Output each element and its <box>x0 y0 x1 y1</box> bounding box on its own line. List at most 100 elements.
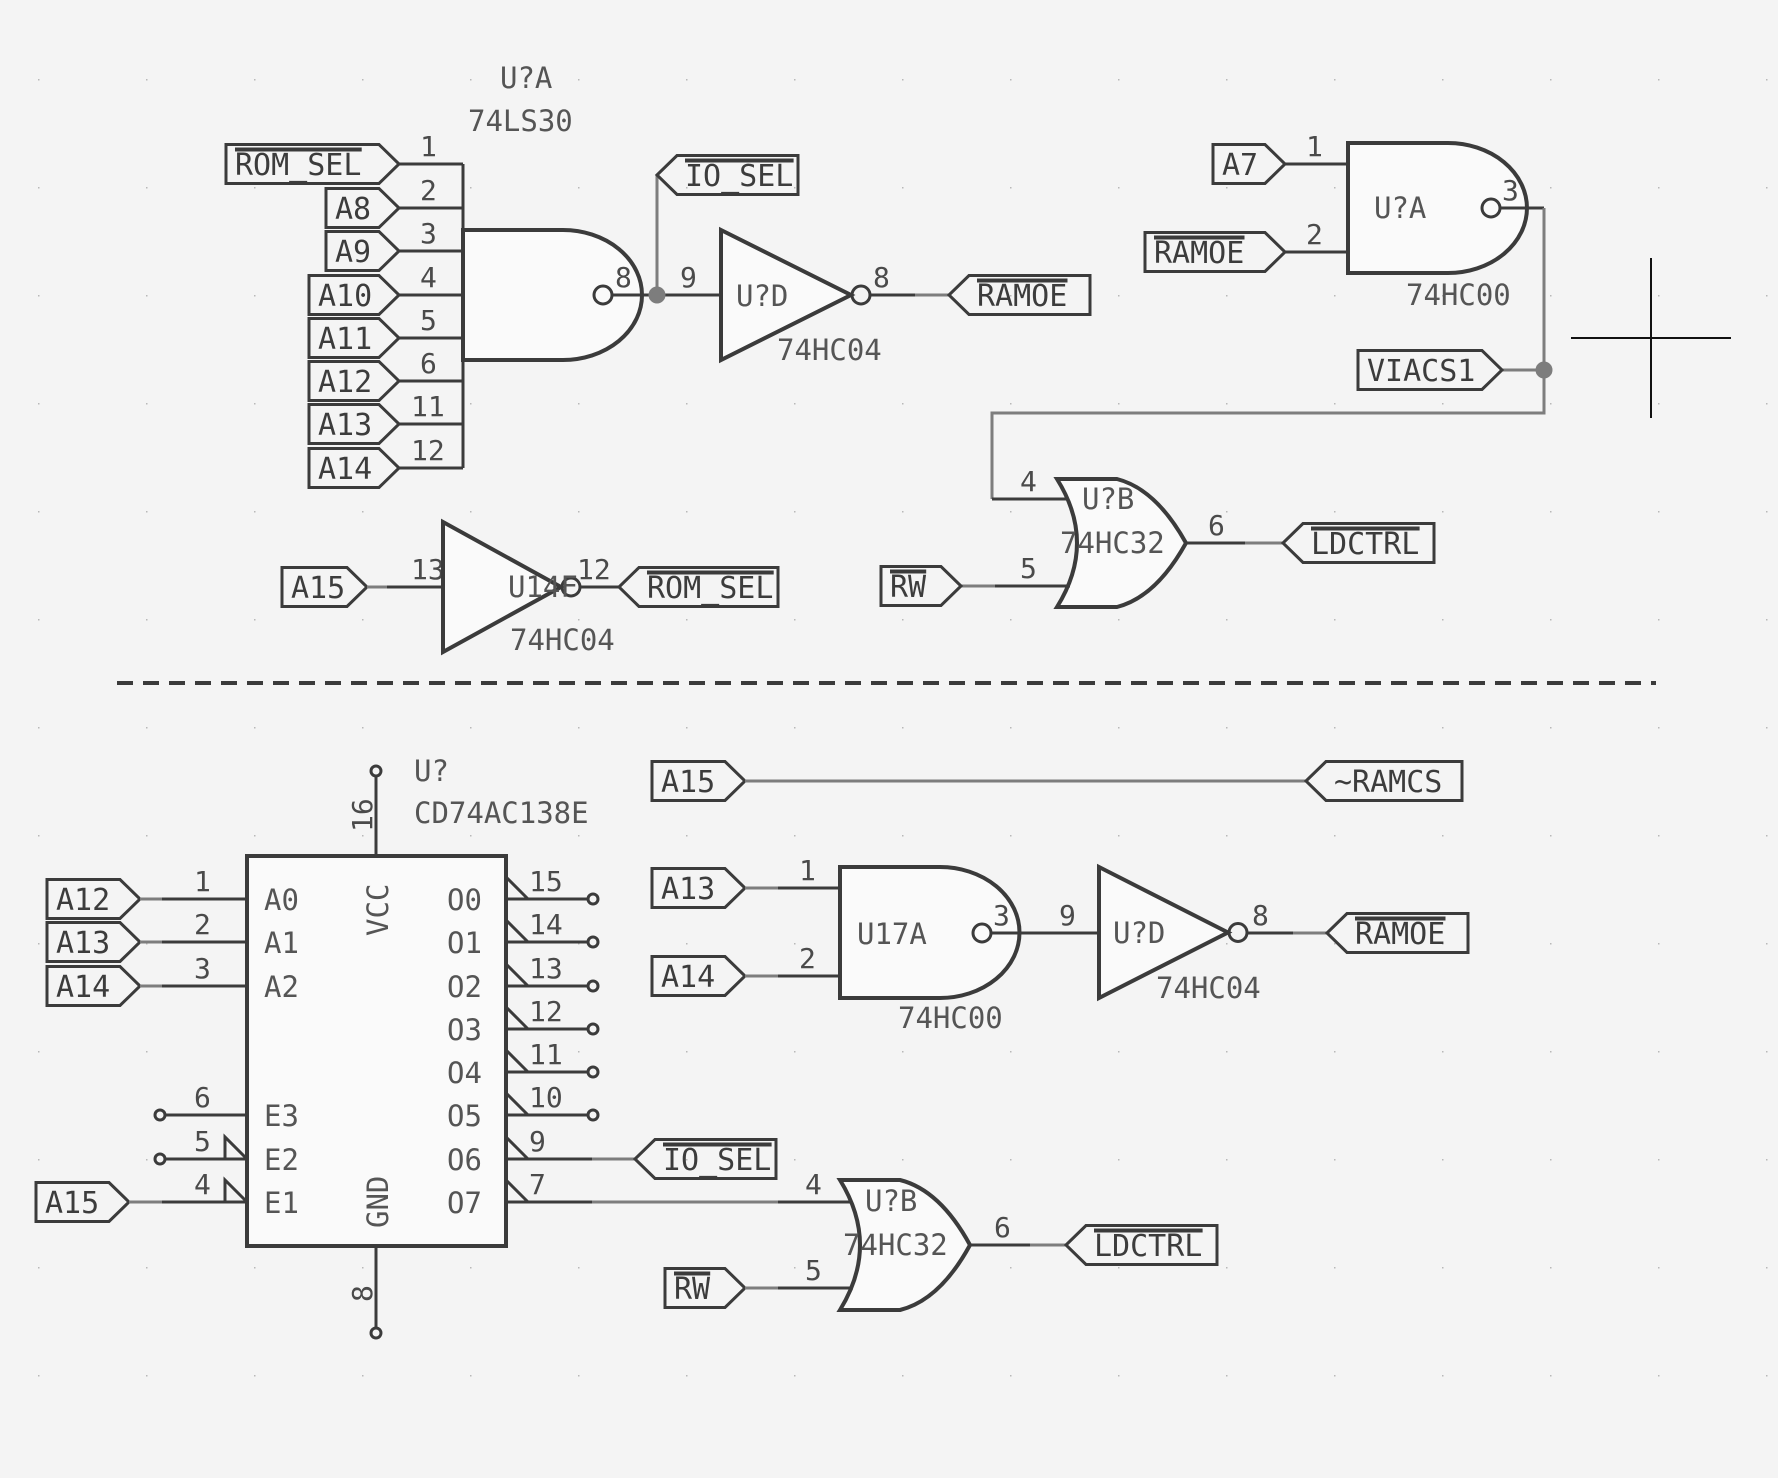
net-label-rom-sel[interactable]: ROM_SEL <box>616 566 780 608</box>
decoder-pin-number: 6 <box>194 1081 211 1114</box>
decoder-pin-number: 10 <box>529 1081 563 1114</box>
nand8-pin-number: 1 <box>420 130 437 163</box>
net-label-text: A10 <box>318 279 372 314</box>
net-label-ramoe[interactable]: RAMOE <box>946 274 1092 316</box>
grid-dot <box>1226 835 1228 837</box>
junction-dot <box>1535 361 1553 379</box>
grid-dot <box>1442 295 1444 297</box>
grid-dot <box>1766 511 1768 513</box>
net-label-outline <box>307 317 402 359</box>
grid-dot <box>1010 403 1012 405</box>
top-section: U?A 74LS30 U?D 74HC04 U?A 74HC00 U?B 74H… <box>468 61 1511 657</box>
net-label-a15[interactable]: A15 <box>280 566 370 608</box>
net-label-io-sel[interactable]: IO_SEL <box>632 1138 778 1180</box>
grid-dot <box>1010 1267 1012 1269</box>
net-label-a14[interactable]: A14 <box>307 447 402 489</box>
net-label-a11[interactable]: A11 <box>307 317 402 359</box>
nand2-pin-number: 1 <box>799 854 816 887</box>
grid-dot <box>146 187 148 189</box>
grid-dot <box>1550 1159 1552 1161</box>
grid-dot <box>1226 295 1228 297</box>
net-label-ramoe[interactable]: RAMOE <box>1143 231 1288 273</box>
active-low-indicator-icon <box>504 962 530 988</box>
grid-dot <box>146 1051 148 1053</box>
net-label-a7[interactable]: A7 <box>1211 143 1288 185</box>
grid-dot <box>38 1267 40 1269</box>
net-label-a8[interactable]: A8 <box>324 187 402 229</box>
net-label-ldctrl[interactable]: LDCTRL <box>1280 522 1436 564</box>
grid-dot <box>794 187 796 189</box>
grid-dot <box>1118 403 1120 405</box>
decoder-pin-name: O3 <box>447 1013 482 1047</box>
decoder-pin-name: O2 <box>447 970 482 1004</box>
grid-dot <box>902 619 904 621</box>
grid-dot <box>1118 187 1120 189</box>
grid-dot <box>254 619 256 621</box>
net-label-a12[interactable]: A12 <box>307 360 402 402</box>
nand8-pin-number: 4 <box>420 261 437 294</box>
grid-dot <box>254 511 256 513</box>
net-label-outline <box>663 1267 748 1309</box>
nand2-output-pin-number: 3 <box>1502 174 1519 207</box>
grid-dot <box>1766 619 1768 621</box>
grid-dot <box>1010 1051 1012 1053</box>
grid-dot <box>470 835 472 837</box>
net-label-a15[interactable]: A15 <box>650 760 748 802</box>
grid-dot <box>1442 1051 1444 1053</box>
net-label-rom_sel[interactable]: ROM_SEL <box>224 143 402 185</box>
inverter-d-in-pin: 9 <box>680 261 697 294</box>
grid-dot <box>254 835 256 837</box>
grid-dot <box>470 403 472 405</box>
grid-dot <box>470 1267 472 1269</box>
net-label-viacs1[interactable]: VIACS1 <box>1356 349 1505 391</box>
grid-dot <box>794 727 796 729</box>
net-label-a13[interactable]: A13 <box>307 403 402 445</box>
grid-dot <box>38 1159 40 1161</box>
grid-dot <box>1766 1375 1768 1377</box>
gnd-pin-name: GND <box>361 1176 395 1228</box>
nand8-ref: U?A <box>500 61 552 95</box>
grid-dot <box>470 187 472 189</box>
net-label-outline <box>650 760 748 802</box>
grid-dot <box>578 1267 580 1269</box>
grid-dot <box>1442 727 1444 729</box>
net-label-outline <box>1143 231 1288 273</box>
net-label-rw[interactable]: RW <box>879 565 964 607</box>
net-label-a10[interactable]: A10 <box>307 274 402 316</box>
grid-dot <box>686 79 688 81</box>
grid-dot <box>1658 835 1660 837</box>
net-label-a9[interactable]: A9 <box>324 230 402 272</box>
net-label-io-sel[interactable]: IO_SEL <box>654 154 800 196</box>
net-label-ramoe[interactable]: RAMOE <box>1324 912 1470 954</box>
nand2-gate-body <box>1346 141 1529 275</box>
grid-dot <box>1226 1267 1228 1269</box>
net-label-a13[interactable]: A13 <box>45 921 143 963</box>
net-label-a12[interactable]: A12 <box>45 878 143 920</box>
net-label-a14[interactable]: A14 <box>45 965 143 1007</box>
grid-dot <box>1226 1159 1228 1161</box>
grid-dot <box>1118 1159 1120 1161</box>
net-label-ldctrl[interactable]: LDCTRL <box>1063 1224 1219 1266</box>
grid-dot <box>1766 1159 1768 1161</box>
grid-dot <box>1766 835 1768 837</box>
grid-dot <box>1226 511 1228 513</box>
net-label-ramcs[interactable]: ~RAMCS <box>1303 760 1464 802</box>
net-label-a13[interactable]: A13 <box>650 867 748 909</box>
decoder-pin-name: A2 <box>264 970 299 1004</box>
net-label-rw[interactable]: RW <box>663 1267 748 1309</box>
grid-dot <box>146 835 148 837</box>
active-low-indicator-icon <box>504 1091 530 1117</box>
net-label-a14[interactable]: A14 <box>650 955 748 997</box>
grid-dot <box>1334 619 1336 621</box>
grid-dot <box>146 619 148 621</box>
grid-dot <box>578 835 580 837</box>
net-label-a15[interactable]: A15 <box>34 1181 132 1223</box>
grid-dot <box>1766 1267 1768 1269</box>
decoder-pin-name: A1 <box>264 926 299 960</box>
pin-end-marker <box>586 892 600 906</box>
grid-dot <box>1118 79 1120 81</box>
viacs-wire <box>990 208 1546 499</box>
active-low-indicator-icon <box>504 1005 530 1031</box>
grid-dot <box>1550 187 1552 189</box>
